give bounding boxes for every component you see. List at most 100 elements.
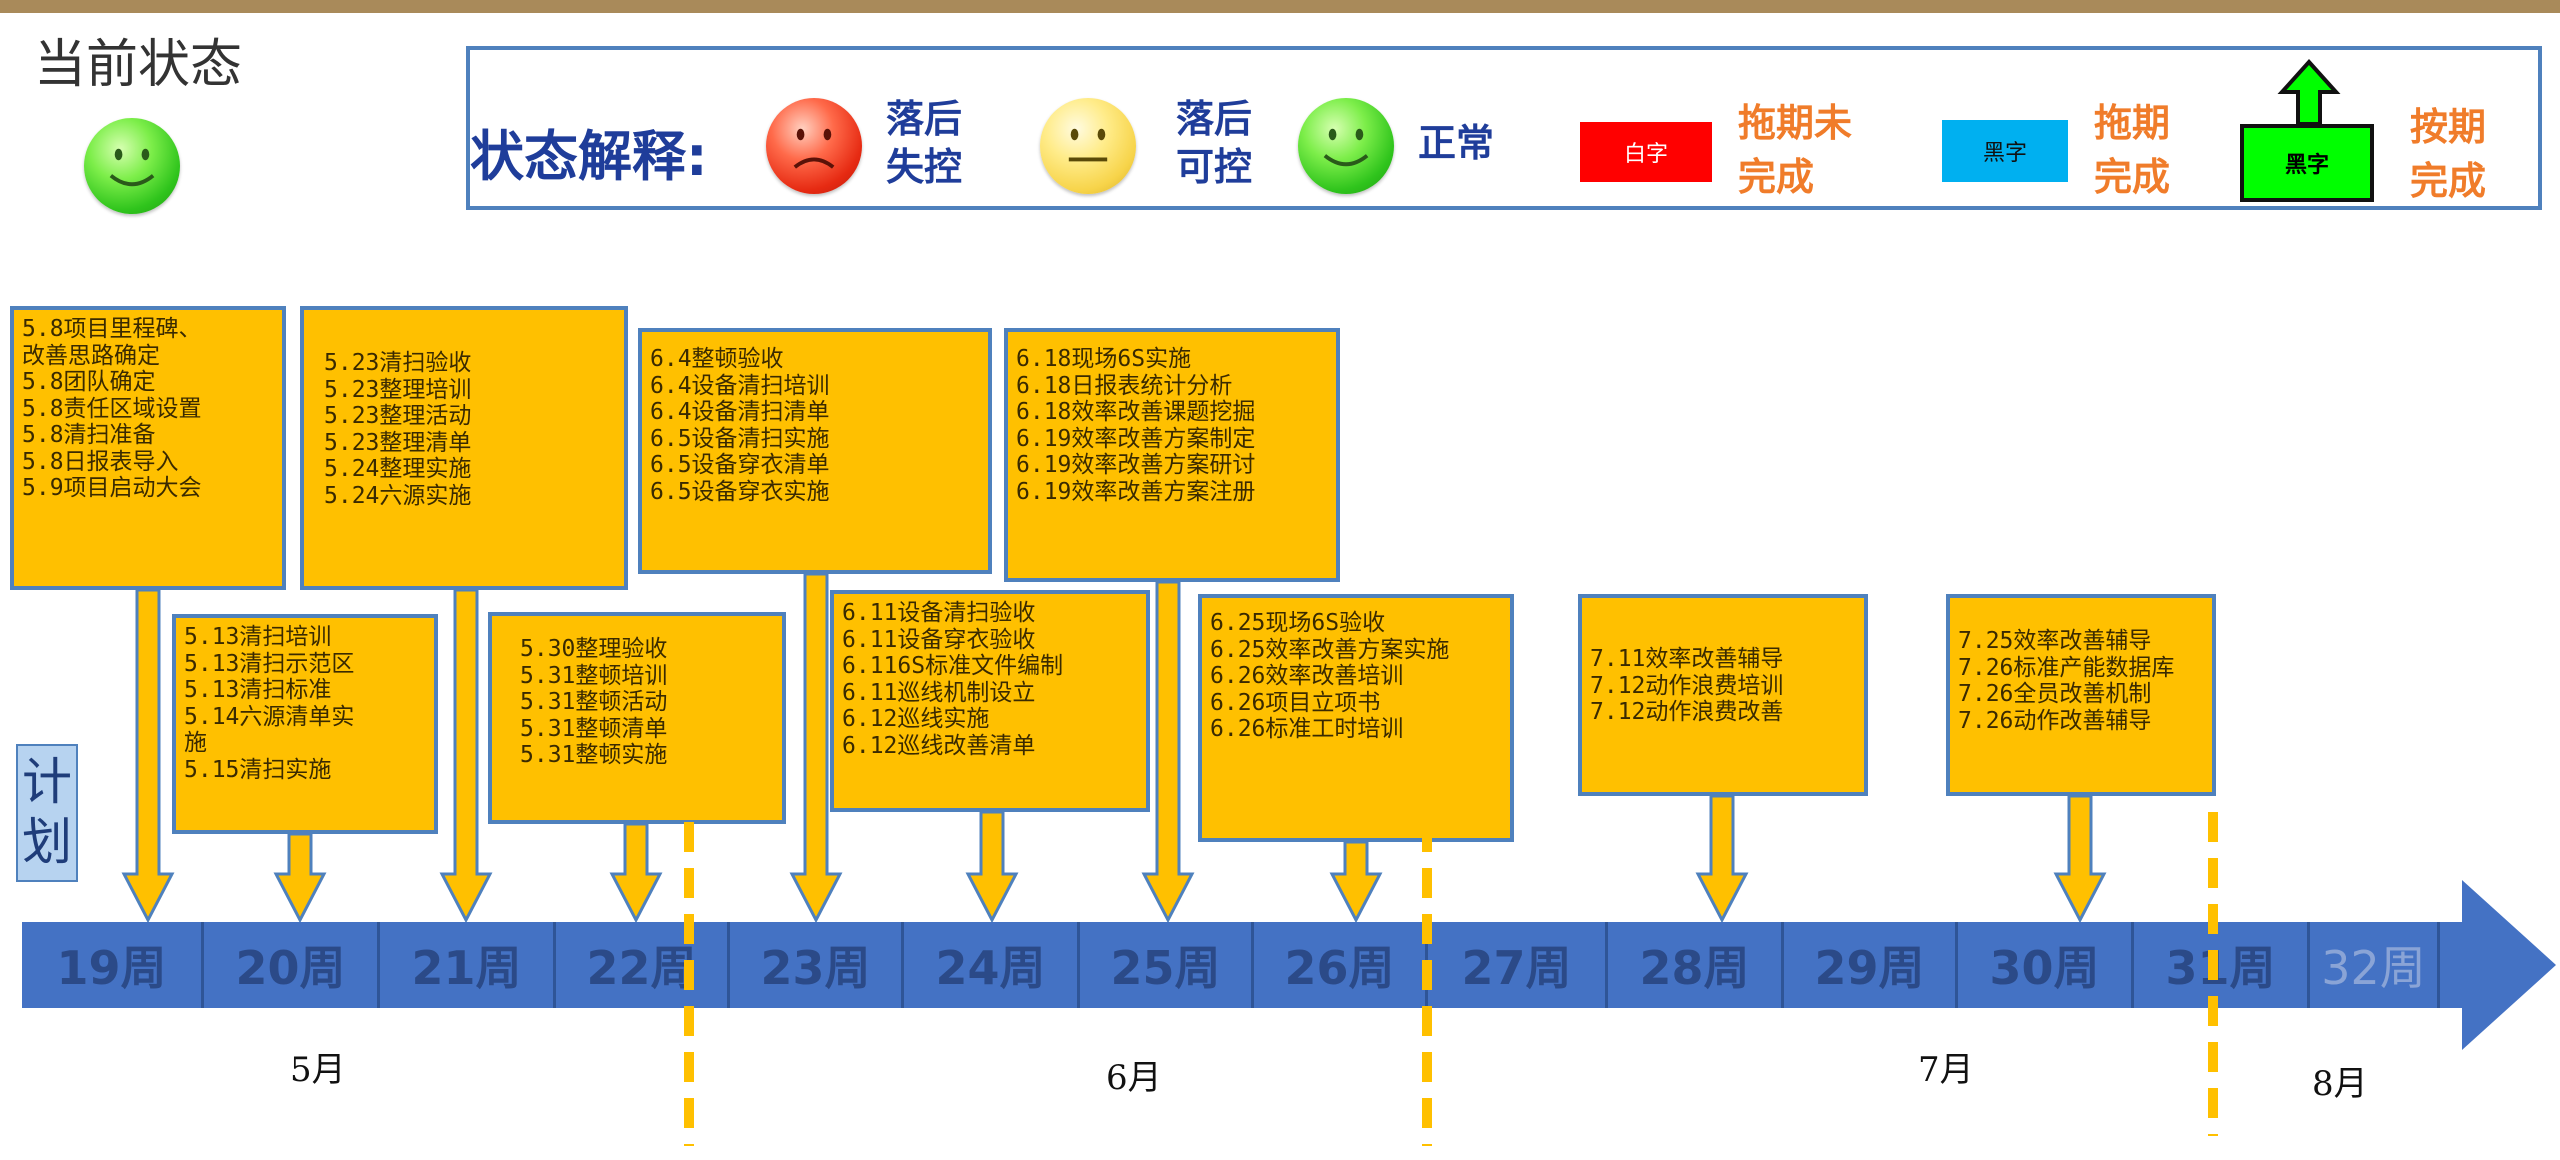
task-line: 6.26项目立项书 [1210, 689, 1381, 716]
task-line: 5.30整理验收 [520, 636, 668, 662]
plan-label-char-1: 计 [22, 753, 72, 811]
task-line: 5.8清扫准备 [22, 422, 156, 448]
task-line: 5.23整理清单 [324, 429, 472, 456]
yellow-face-icon [1040, 98, 1136, 194]
task-line: 5.31整顿实施 [520, 742, 668, 768]
task-line: 6.19效率改善方案注册 [1016, 478, 1256, 505]
task-line: 6.18效率改善课题挖掘 [1016, 399, 1256, 425]
task-line: 5.15清扫实施 [184, 756, 332, 783]
task-line: 6.26效率改善培训 [1210, 663, 1404, 689]
task-line: 施 [184, 730, 207, 756]
week-cell: 27周 [1428, 922, 1608, 1008]
task-line: 5.31整顿培训 [520, 662, 668, 689]
current-status-title: 当前状态 [34, 35, 243, 95]
week-cell: 19周 [22, 922, 204, 1008]
task-line: 6.12巡线改善清单 [842, 732, 1036, 759]
task-arrow [121, 588, 175, 924]
task-line: 5.8团队确定 [22, 369, 156, 395]
red-face-icon [766, 98, 862, 194]
task-arrow [439, 588, 493, 924]
task-line: 改善思路确定 [22, 342, 160, 369]
week-cell: 22周 [556, 922, 730, 1008]
top-border [0, 0, 2560, 13]
task-line: 6.5设备穿衣清单 [650, 452, 830, 478]
yellow-face-label-2: 可控 [1176, 145, 1253, 189]
task-arrow [609, 822, 663, 924]
month-label-august: 8月 [2312, 1064, 2368, 1104]
task-line: 6.4设备清扫培训 [650, 372, 830, 399]
week-cell: 28周 [1608, 922, 1784, 1008]
task-line: 5.31整顿清单 [520, 715, 668, 742]
task-line: 5.13清扫示范区 [184, 650, 355, 677]
task-line: 5.23清扫验收 [324, 350, 472, 376]
task-line: 6.26标准工时培训 [1210, 716, 1404, 742]
red-face-label-1: 落后 [886, 97, 963, 141]
task-line: 5.9项目启动大会 [22, 475, 202, 501]
task-line: 6.25效率改善方案实施 [1210, 636, 1450, 663]
task-line: 7.11效率改善辅导 [1590, 646, 1784, 672]
week-cell: 32周 [2310, 922, 2440, 1008]
green-swatch-label-1: 按期 [2410, 105, 2487, 149]
task-arrow [1329, 840, 1383, 924]
task-line: 7.26标准产能数据库 [1958, 654, 2175, 681]
task-line: 6.25现场6S验收 [1210, 610, 1386, 636]
week-cell: 20周 [204, 922, 380, 1008]
plan-label: 计 划 [16, 744, 78, 882]
task-line: 6.5设备清扫实施 [650, 425, 830, 452]
task-line: 6.4整顿验收 [650, 346, 784, 372]
month-divider-june [684, 822, 694, 1146]
month-divider-august [2208, 812, 2218, 1136]
task-line: 6.11设备清扫验收 [842, 600, 1036, 626]
task-line: 6.11设备穿衣验收 [842, 626, 1036, 653]
task-line: 7.12动作浪费培训 [1590, 672, 1784, 699]
green-face-label: 正常 [1418, 121, 1495, 165]
task-line: 5.24六源实施 [324, 482, 472, 509]
cyan-swatch-label-2: 完成 [2094, 155, 2171, 199]
month-label-may: 5月 [290, 1050, 346, 1090]
task-line: 5.23整理活动 [324, 403, 472, 429]
red-swatch-label-2: 完成 [1738, 155, 1815, 199]
task-line: 6.116S标准文件编制 [842, 653, 1064, 679]
task-arrow [789, 572, 843, 924]
month-label-june: 6月 [1106, 1058, 1162, 1098]
task-line: 6.12巡线实施 [842, 706, 990, 732]
task-arrow [1141, 580, 1195, 924]
cyan-swatch: 黑字 [1942, 120, 2068, 182]
week-cell: 21周 [380, 922, 556, 1008]
week-cell: 26周 [1254, 922, 1428, 1008]
task-arrow [965, 810, 1019, 924]
task-arrow [273, 832, 327, 924]
month-label-july: 7月 [1918, 1050, 1974, 1090]
week-cell: 25周 [1080, 922, 1254, 1008]
timeline-arrow-head-icon [2440, 880, 2556, 1050]
week-cell: 24周 [904, 922, 1080, 1008]
yellow-face-label-1: 落后 [1176, 97, 1253, 141]
task-line: 5.13清扫标准 [184, 677, 332, 703]
green-face-icon [1298, 98, 1394, 194]
task-line: 5.14六源清单实 [184, 703, 355, 730]
week-cell: 29周 [1784, 922, 1958, 1008]
task-line: 5.23整理培训 [324, 376, 472, 403]
current-status-green-face-icon [84, 118, 180, 214]
cyan-swatch-label-1: 拖期 [2094, 101, 2171, 145]
task-line: 5.8责任区域设置 [22, 395, 202, 422]
week-cell: 30周 [1958, 922, 2134, 1008]
red-swatch-label-1: 拖期未 [1738, 101, 1853, 145]
green-swatch-label-2: 完成 [2410, 159, 2487, 203]
task-arrow [2053, 794, 2107, 924]
red-swatch: 白字 [1580, 122, 1712, 182]
task-line: 6.18现场6S实施 [1016, 346, 1192, 372]
task-line: 5.8日报表导入 [22, 448, 179, 475]
task-line: 6.18日报表统计分析 [1016, 372, 1233, 399]
task-line: 6.19效率改善方案制定 [1016, 425, 1256, 452]
task-arrow [1695, 794, 1749, 924]
week-cell: 23周 [730, 922, 904, 1008]
task-line: 6.4设备清扫清单 [650, 399, 830, 425]
